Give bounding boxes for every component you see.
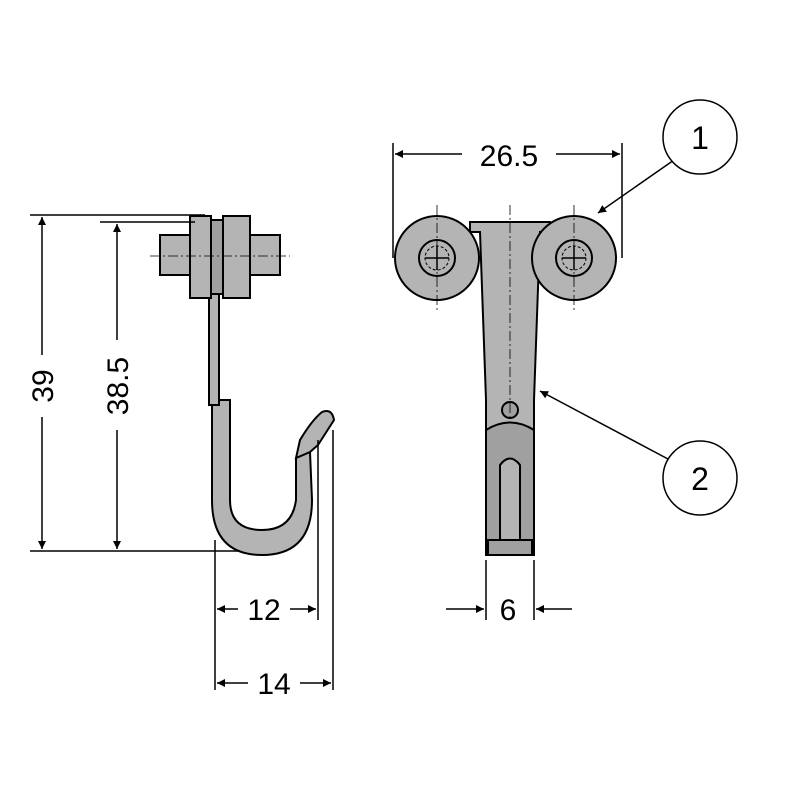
callout-bubble-1 xyxy=(662,99,738,175)
callout-2-label: 2 xyxy=(691,461,709,497)
side-nut-left xyxy=(159,234,191,276)
dim-39-label: 39 xyxy=(27,369,60,402)
side-nut-right xyxy=(249,234,281,276)
leader-1 xyxy=(597,159,675,214)
side-plate xyxy=(210,219,224,295)
dim-6-label: 6 xyxy=(500,594,517,627)
side-view xyxy=(150,215,336,557)
dim-26-5-label: 26.5 xyxy=(480,140,538,173)
front-view xyxy=(394,205,617,556)
stem-slot xyxy=(485,421,535,556)
dim-12-label: 12 xyxy=(247,594,280,627)
callout-bubble-2 xyxy=(662,440,738,516)
hook-tip xyxy=(294,410,336,460)
dim-14-label: 14 xyxy=(257,668,290,701)
side-washer-2 xyxy=(222,215,251,299)
dim-38-5-label: 38.5 xyxy=(102,357,135,415)
slot-bottom xyxy=(487,539,533,556)
leader-2 xyxy=(539,390,669,460)
side-washer-1 xyxy=(189,215,212,299)
hook-wire xyxy=(208,294,314,557)
callout-1-label: 1 xyxy=(691,120,709,156)
